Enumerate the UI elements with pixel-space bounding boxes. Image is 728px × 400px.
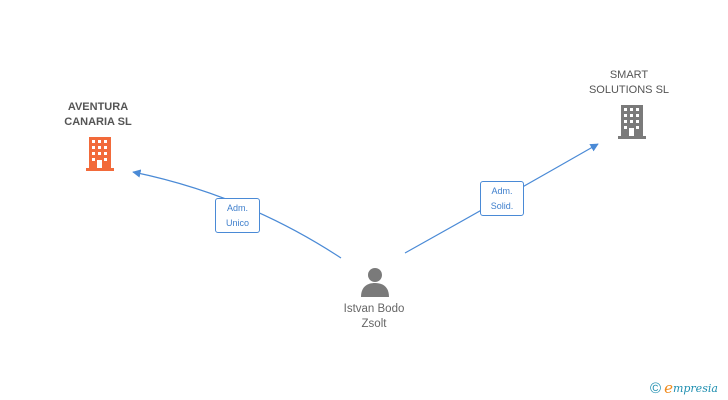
copyright-symbol: ©	[650, 379, 662, 397]
company-label-smart[interactable]: SMART SOLUTIONS SL	[566, 68, 692, 98]
building-icon[interactable]	[86, 137, 114, 171]
edge-label-line: Unico	[225, 218, 249, 228]
company-name-line: SOLUTIONS SL	[588, 84, 670, 96]
empresia-watermark[interactable]: ©empresia	[650, 379, 728, 399]
brand-initial: e	[664, 379, 673, 397]
edge-label-adm-solid: Adm. Solid.	[480, 181, 524, 216]
edge-label-adm-unico: Adm. Unico	[215, 198, 260, 233]
person-label-istvan[interactable]: Istvan Bodo Zsolt	[322, 302, 426, 332]
person-name-line: Zsolt	[361, 318, 387, 330]
company-name-line: SMART	[609, 69, 649, 81]
edge-label-line: Adm.	[491, 186, 513, 196]
company-name-line: CANARIA SL	[64, 116, 132, 128]
person-name-line: Istvan Bodo	[343, 303, 405, 315]
edge-label-line: Solid.	[490, 201, 514, 211]
building-icon[interactable]	[618, 105, 646, 139]
brand-name: mpresia	[672, 381, 718, 395]
person-icon[interactable]	[361, 268, 389, 297]
company-name-line: AVENTURA	[67, 101, 129, 113]
company-label-aventura[interactable]: AVENTURA CANARIA SL	[40, 100, 156, 130]
edge-label-line: Adm.	[226, 203, 248, 213]
